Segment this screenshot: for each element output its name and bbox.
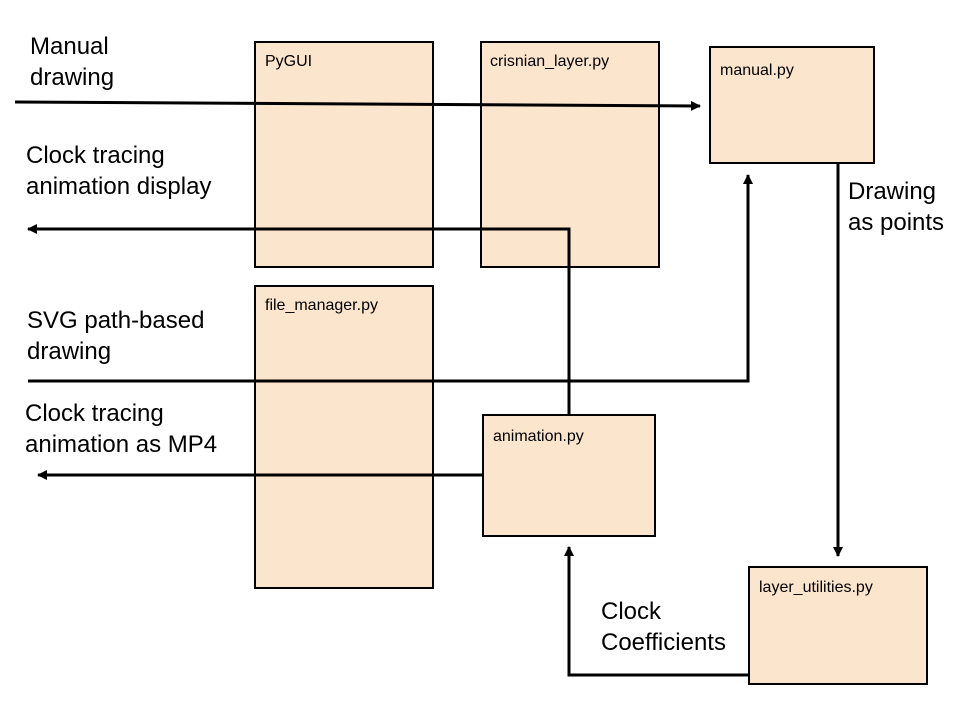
svg-drawing-label: SVG path-based drawing <box>27 307 205 365</box>
manual-label: manual.py <box>720 62 794 79</box>
manual-drawing-arrow <box>14 100 701 111</box>
animation-label: animation.py <box>493 428 584 445</box>
crisnian-layer-label: crisnian_layer.py <box>490 53 610 70</box>
pygui-label: PyGUI <box>265 53 313 70</box>
file-manager-label: file_manager.py <box>265 297 378 314</box>
clock-display-label: Clock tracing animation display <box>26 142 212 200</box>
layer-utilities-box: layer_utilities.py <box>748 566 928 685</box>
drawing-as-points-label: Drawing as points <box>848 178 945 236</box>
manual-box: manual.py <box>709 46 875 164</box>
layer-utilities-label: layer_utilities.py <box>759 579 873 596</box>
file-manager-box: file_manager.py <box>254 285 434 589</box>
clock-mp4-label: Clock tracing animation as MP4 <box>25 400 218 458</box>
clock-coefficients-label: Clock Coefficients <box>601 598 726 656</box>
clock-coefficients-arrow <box>564 546 748 677</box>
clock-display-arrow <box>27 224 571 414</box>
animation-box: animation.py <box>482 414 656 537</box>
svg-drawing-arrow <box>28 174 753 383</box>
manual-drawing-label: Manual drawing <box>30 33 115 91</box>
